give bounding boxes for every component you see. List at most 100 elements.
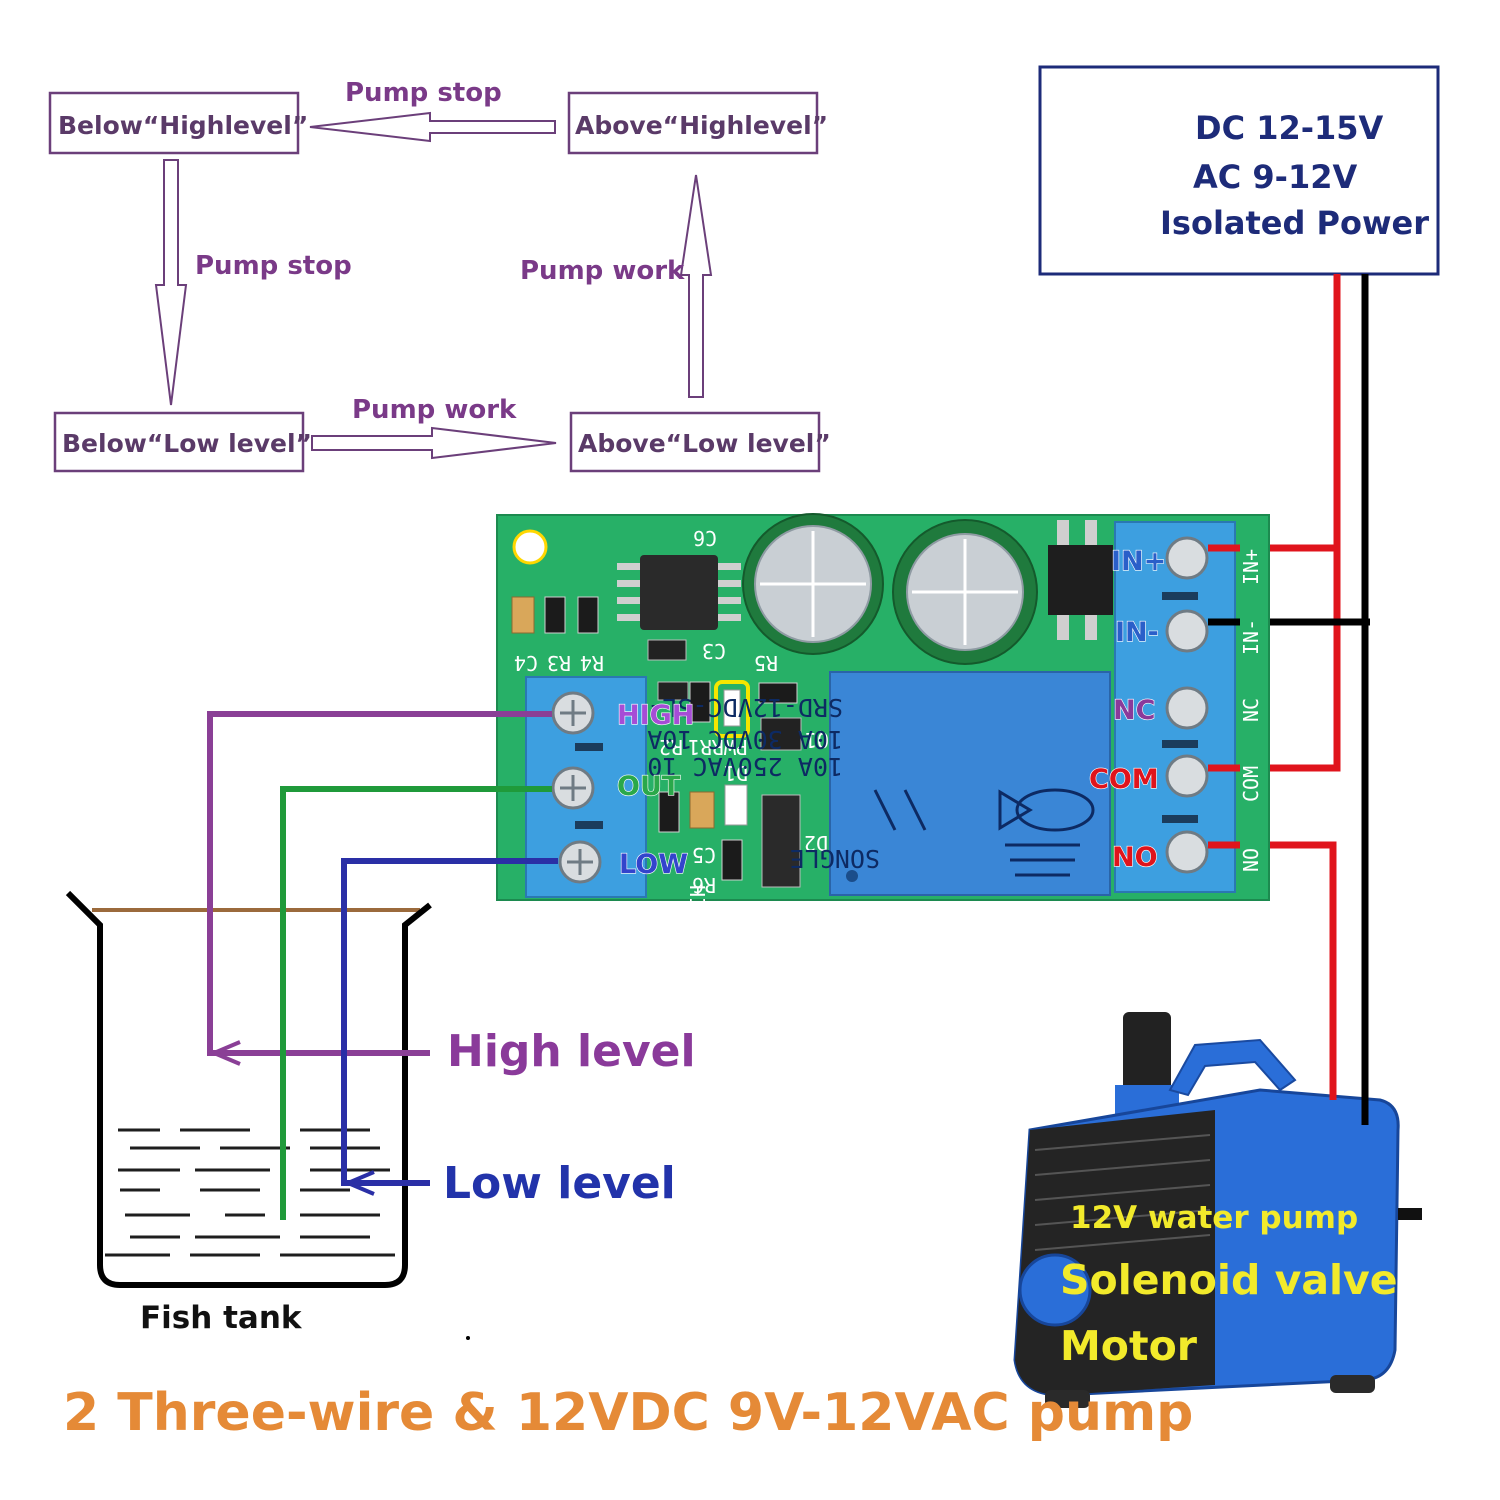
silk-c4: C4 [514,651,538,675]
arrow-bottom-right-icon [311,426,557,460]
terminal-stubs [1208,544,1240,849]
silk-r2: R2 [659,735,683,759]
screw-in-minus[interactable] [1165,609,1209,653]
screw-com[interactable] [1165,754,1209,798]
screw-in-plus[interactable] [1165,536,1209,580]
footer-caption: 2 Three-wire & 12VDC 9V-12VAC pump [63,1383,1193,1443]
box-below-high [48,91,300,155]
mounting-hole [512,529,548,565]
silk-right-nc: NC [1239,698,1263,722]
bridge-pins [1057,520,1097,640]
pump-foot-right [1330,1375,1375,1393]
pwr-led [714,680,750,738]
box-below-high-text: Below“Highlevel” [58,111,308,140]
arrow-high-icon [208,1040,241,1066]
relay-dot [846,870,858,882]
high-level-label: High level [447,1026,696,1077]
pwr-led-body [723,689,741,727]
pump-line-2: Solenoid valve [1060,1256,1398,1304]
wire-out [280,786,552,1220]
silk-c5: C5 [692,843,716,867]
pump-inlet [1018,1253,1092,1327]
arrow-up-icon [679,174,713,398]
tank-name: Fish tank [140,1300,303,1336]
arrow-low-icon [342,1170,375,1196]
relay-brand: SONGLE [790,844,880,873]
label-nc: NC [1113,695,1155,726]
power-supply: DC 12-15V AC 9-12V Isolated Power [1038,65,1440,276]
silk-r5: R5 [754,651,778,675]
silk-c3: C3 [702,639,726,663]
relay-model: SRD-12VDC-SL-C [632,693,843,722]
silk-r6: R6 [692,873,716,897]
box-below-low [53,411,305,473]
water-pump: 12V water pump Solenoid valve Motor [1013,1012,1422,1408]
relay-cert-marks [873,788,1095,877]
silk-pwr: PWR [711,735,748,759]
relay [829,671,1111,896]
power-line-2: AC 9-12V [1193,158,1357,196]
label-in-minus: IN- [1115,617,1159,648]
label-high: HIGH [617,700,694,731]
silk-d1: D1 [724,761,748,785]
silk-r4: R4 [580,651,604,675]
silk-q1: Q1 [805,728,829,752]
silkscreen-labels: C6 R3 R4 C4 C3 R5 R1 R2 PWR D1 C5 R6 D2 … [514,526,829,897]
fish-tank: Fish tank [65,890,470,1340]
tank-outline [65,890,432,1288]
label-com: COM [1089,764,1159,795]
silk-right-no: NO [1239,848,1263,872]
silk-r1: R1 [688,735,712,759]
silk-right-com: COM [1239,766,1263,802]
silk-left-probe: HIGH OUT LOW [685,885,709,1030]
probe-screws [551,691,603,884]
arrow-down-icon [154,159,188,406]
arrow-top-left-icon [309,111,556,143]
wire-positive-supply [1215,274,1341,552]
flow-label-right: Pump work [520,256,685,286]
label-low: LOW [619,849,688,880]
wire-high [207,711,552,1056]
capacitor-2 [892,519,1038,665]
silk-right-in-plus: IN+ [1239,549,1263,585]
box-below-low-text: Below“Low level” [62,429,312,458]
box-above-low-text: Above“Low level” [578,429,831,458]
pump-line-1: 12V water pump [1070,1200,1358,1236]
stray-dot [466,1336,470,1340]
capacitor-1 [742,513,884,655]
label-no: NO [1112,842,1158,873]
silk-right-labels: IN+ IN- NC COM NO [1239,549,1263,872]
pump-line-3: Motor [1060,1322,1198,1370]
pump-handle [1168,1038,1297,1097]
label-out: OUT [617,771,681,802]
silk-c6: C6 [693,526,717,550]
silk-d2: D2 [804,831,828,855]
flow-label-bottom: Pump work [352,395,517,425]
relay-board: C6 R3 R4 C4 C3 R5 R1 R2 PWR D1 C5 R6 D2 … [496,513,1270,1030]
silk-right-in-minus: IN- [1239,619,1263,655]
power-supply-box [1038,65,1440,276]
power-line-3: Isolated Power [1160,204,1429,242]
pump-cable [1398,1208,1422,1220]
ic-chip [640,555,718,630]
power-line-1: DC 12-15V [1195,109,1384,147]
screw-no[interactable] [1165,830,1209,874]
pump-grille-pattern [1034,1134,1211,1251]
power-screws [1162,536,1209,874]
water-lines [105,1128,395,1257]
smd-components [511,596,802,888]
pump-foot-left [1045,1390,1090,1408]
box-above-high-text: Above“Highlevel” [575,111,828,140]
probe-wires [207,711,558,1220]
ic-pins [617,563,741,621]
box-above-high [567,91,819,155]
pump-outlet-nozzle [1123,1012,1171,1092]
wire-low [341,858,558,1186]
flow-label-top: Pump stop [345,78,502,108]
label-in-plus: IN+ [1111,546,1166,577]
screw-nc[interactable] [1165,686,1209,730]
flowchart: Below“Highlevel” Above“Highlevel” Below“… [48,78,831,473]
box-above-low [569,411,821,473]
bridge-rectifier [1048,545,1113,615]
silk-r3: R3 [547,651,571,675]
